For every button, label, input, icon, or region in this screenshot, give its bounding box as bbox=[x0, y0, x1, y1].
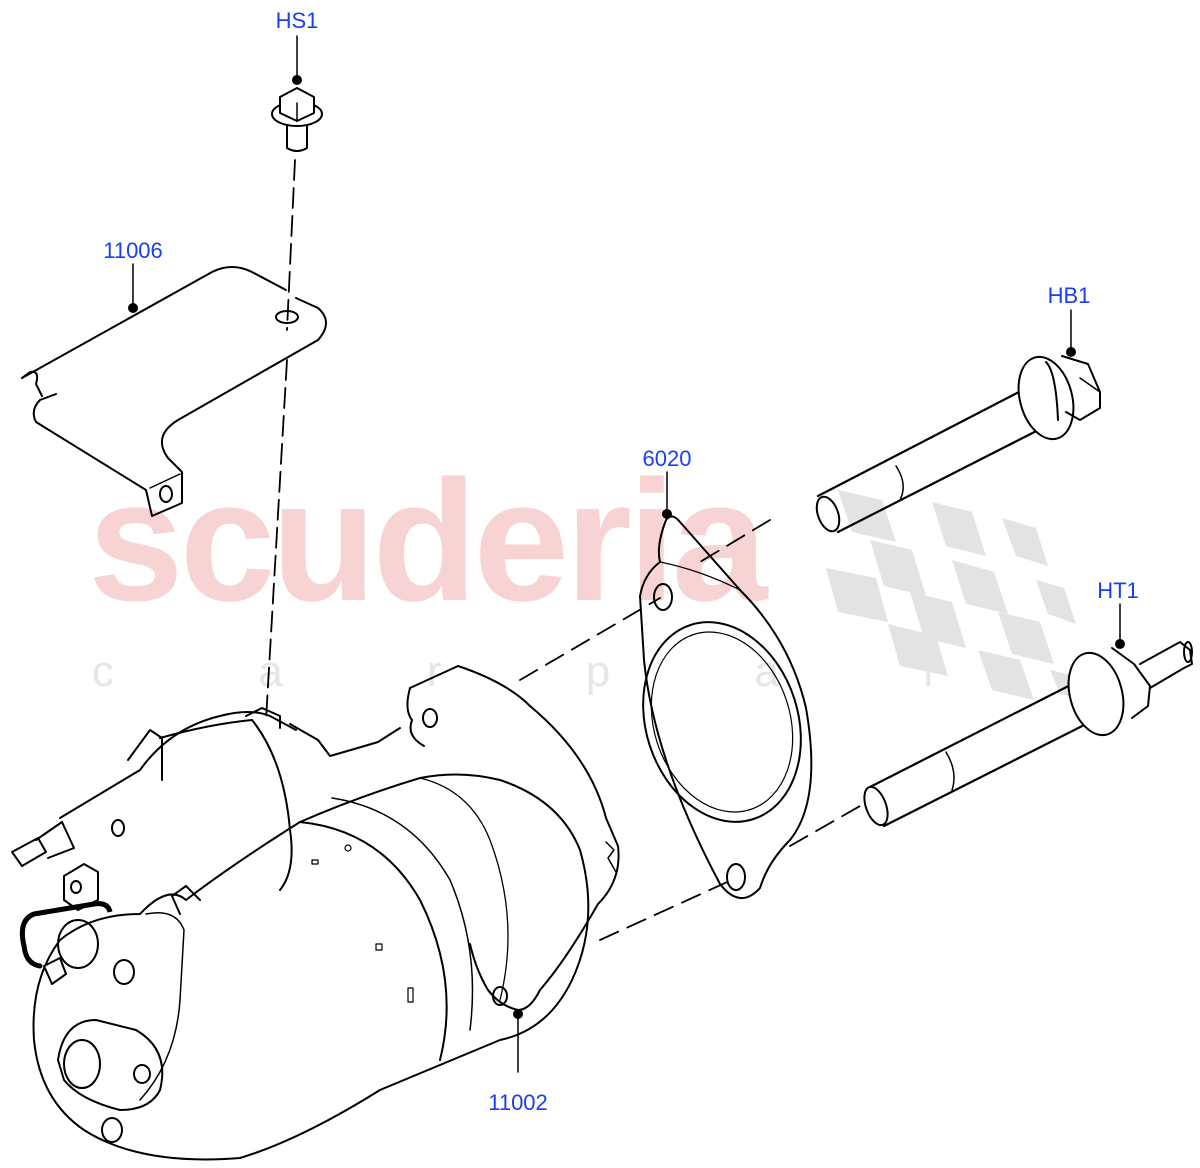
callout-11006[interactable]: 11006 bbox=[103, 238, 163, 263]
callout-11002[interactable]: 11002 bbox=[488, 1090, 548, 1115]
heat-shield-bracket-11006 bbox=[21, 263, 327, 721]
callout-ht1[interactable]: HT1 bbox=[1097, 578, 1139, 603]
starter-motor-11002 bbox=[11, 665, 620, 1161]
leader-dots bbox=[128, 75, 1125, 1019]
bolt-hb1 bbox=[815, 309, 1101, 534]
callout-hs1[interactable]: HS1 bbox=[275, 8, 319, 33]
callout-hb1[interactable]: HB1 bbox=[1047, 283, 1091, 308]
callout-6020[interactable]: 6020 bbox=[642, 446, 692, 471]
gasket-6020 bbox=[519, 471, 861, 941]
stud-ht1 bbox=[863, 603, 1193, 828]
bolt-hs1 bbox=[271, 35, 323, 331]
